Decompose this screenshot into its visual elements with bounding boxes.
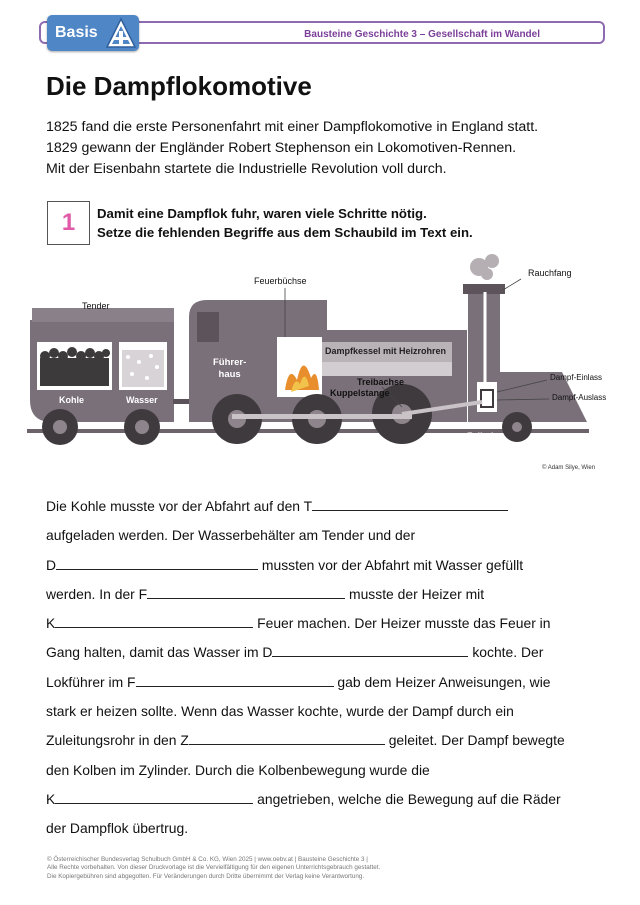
level-badge-label: Basis <box>55 24 98 41</box>
cloze-row: stark er heizen sollte. Wenn das Wasser … <box>46 697 606 726</box>
intro-line: 1829 gewann der Engländer Robert Stephen… <box>46 140 517 156</box>
cloze-text-segment: geleitet. Der Dampf bewegte <box>384 732 565 749</box>
label-rauchfang: Rauchfang <box>528 268 572 278</box>
cloze-row: Zuleitungsrohr in den Z geleitet. Der Da… <box>46 726 606 755</box>
answer-blank[interactable] <box>135 675 334 687</box>
cloze-row: D mussten vor der Abfahrt mit Wasser gef… <box>46 551 606 580</box>
label-kohle: Kohle <box>59 395 85 405</box>
footer-line: Die Kopiergebühren sind abgegolten. Für … <box>47 872 365 880</box>
cloze-row: Gang halten, damit das Wasser im D kocht… <box>46 638 606 667</box>
cloze-row: den Kolben im Zylinder. Durch die Kolben… <box>46 756 606 785</box>
cloze-text-segment: D <box>46 556 57 573</box>
label-kuppelstange: Kuppelstange <box>330 388 390 398</box>
triangle-logo-icon <box>105 17 137 48</box>
footer-copyright: © Österreichischer Bundesverlag Schulbuc… <box>47 856 380 881</box>
cloze-row: der Dampflok übertrug. <box>46 814 606 843</box>
cloze-text-segment: K <box>46 790 56 807</box>
cloze-text-segment: gab dem Heizer Anweisungen, wie <box>333 673 551 690</box>
label-tender: Tender <box>82 301 110 311</box>
answer-blank[interactable] <box>55 792 254 804</box>
intro-paragraph: 1825 fand die erste Personenfahrt mit ei… <box>46 117 538 180</box>
series-title: Bausteine Geschichte 3 – Gesellschaft im… <box>304 29 540 40</box>
cloze-text-segment: stark er heizen sollte. Wenn das Wasser … <box>46 703 514 720</box>
level-badge: Basis <box>47 15 139 51</box>
label-fuehrerhaus: Führer- haus <box>213 357 246 381</box>
cloze-row: aufgeladen werden. Der Wasserbehälter am… <box>46 521 606 550</box>
label-dampf-auslass: Dampf-Auslass <box>552 393 607 402</box>
label-fuehrerhaus-line: haus <box>218 369 241 380</box>
cloze-text-segment: Gang halten, damit das Wasser im D <box>46 644 273 661</box>
task-instructions: Damit eine Dampflok fuhr, waren viele Sc… <box>97 204 473 242</box>
label-fuehrerhaus-line: Führer- <box>213 357 247 368</box>
label-wasser: Wasser <box>126 395 158 405</box>
cloze-row: Die Kohle musste vor der Abfahrt auf den… <box>46 492 606 521</box>
answer-blank[interactable] <box>312 499 509 511</box>
task-line: Setze die fehlenden Begriffe aus dem Sch… <box>97 225 473 240</box>
cloze-text-segment: Die Kohle musste vor der Abfahrt auf den… <box>46 498 313 514</box>
header-bar <box>39 21 605 44</box>
cloze-text-segment: werden. In der F <box>46 585 148 602</box>
label-dampfkessel: Dampfkessel mit Heizrohren <box>325 346 447 356</box>
intro-line: 1825 fand die erste Personenfahrt mit ei… <box>46 119 539 135</box>
page-title: Die Dampflokomotive <box>46 71 312 101</box>
cloze-row: werden. In der F musste der Heizer mit <box>46 580 606 609</box>
cloze-text-segment: Feuer machen. Der Heizer musste das Feue… <box>253 615 551 632</box>
label-zylinder: Zylinder <box>467 431 503 441</box>
footer-line: © Österreichischer Bundesverlag Schulbuc… <box>47 856 368 863</box>
label-dampf-einlass: Dampf-Einlass <box>550 373 603 382</box>
cloze-text-segment: angetrieben, welche die Bewegung auf die… <box>253 790 561 807</box>
locomotive-diagram <box>27 254 589 445</box>
intro-line: Mit der Eisenbahn startete die Industrie… <box>46 161 447 177</box>
cloze-text-segment: mussten vor der Abfahrt mit Wasser gefül… <box>258 556 524 573</box>
label-treibachse: Treibachse <box>357 377 405 387</box>
cloze-row: Lokführer im F gab dem Heizer Anweisunge… <box>46 668 606 697</box>
image-credit: © Adam Silye, Wien <box>542 465 596 471</box>
cloze-text: Die Kohle musste vor der Abfahrt auf den… <box>46 492 606 844</box>
answer-blank[interactable] <box>147 587 346 599</box>
cloze-text-segment: Lokführer im F <box>46 673 136 690</box>
task-line: Damit eine Dampflok fuhr, waren viele Sc… <box>97 206 427 221</box>
cloze-text-segment: kochte. Der <box>468 644 544 661</box>
cloze-text-segment: K <box>46 615 56 632</box>
cloze-text-segment: Zuleitungsrohr in den Z <box>46 732 189 749</box>
answer-blank[interactable] <box>56 558 259 570</box>
footer-line: Alle Rechte vorbehalten. Von dieser Druc… <box>47 864 381 872</box>
cloze-row: K Feuer machen. Der Heizer musste das Fe… <box>46 609 606 638</box>
answer-blank[interactable] <box>272 645 469 658</box>
answer-blank[interactable] <box>55 616 254 629</box>
task-number: 1 <box>47 201 90 245</box>
cloze-text-segment: musste der Heizer mit <box>345 585 485 602</box>
cloze-text-segment: aufgeladen werden. Der Wasserbehälter am… <box>46 527 416 544</box>
cloze-row: K angetrieben, welche die Bewegung auf d… <box>46 785 606 814</box>
label-feuerbuechse: Feuerbüchse <box>254 276 307 286</box>
answer-blank[interactable] <box>188 733 385 746</box>
cloze-text-segment: den Kolben im Zylinder. Durch die Kolben… <box>46 761 430 778</box>
cloze-text-segment: der Dampflok übertrug. <box>46 820 189 837</box>
